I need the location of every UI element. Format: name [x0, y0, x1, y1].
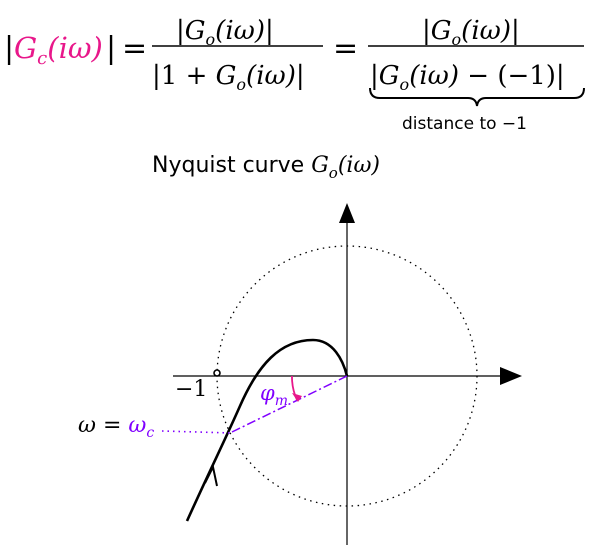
nyquist-curve: [185, 338, 349, 522]
svg-text:|: |: [106, 31, 116, 66]
formula-lhs: | Gc(iω) |: [4, 31, 116, 69]
curve-direction-arrow: [204, 463, 218, 487]
phase-margin-label: φm: [260, 381, 288, 409]
underbrace-label: distance to −1: [402, 114, 527, 134]
crossover-leader: [161, 430, 233, 434]
nyquist-title: Nyquist curve Go(iω): [152, 153, 380, 182]
equals-sign-2: =: [333, 31, 358, 66]
nyquist-diagram: Nyquist curve Go(iω) −1 φm ω = ωc: [78, 153, 522, 545]
phase-margin-arrowhead: [292, 393, 302, 402]
svg-text:|: |: [4, 31, 14, 66]
real-axis-arrowhead: [500, 367, 522, 385]
fraction-2: |Go(iω)| |Go(iω) − (−1)| distance to −1: [368, 16, 585, 134]
underbrace: [369, 87, 585, 107]
fraction-1-denominator: |1 + Go(iω)|: [152, 61, 305, 94]
closed-loop-gain-symbol: Gc(iω): [14, 31, 103, 69]
closed-loop-gain-formula: | Gc(iω) | = |Go(iω)| |1 + Go(iω)| = |Go…: [4, 16, 585, 134]
crossover-frequency-label: ω = ωc: [78, 413, 154, 441]
imaginary-axis-arrowhead: [339, 203, 355, 223]
minus-one-point: [213, 369, 221, 377]
minus-one-label: −1: [175, 377, 207, 402]
fraction-1: |Go(iω)| |1 + Go(iω)|: [152, 16, 323, 94]
crossover-vector: [231, 375, 348, 433]
equals-sign-1: =: [122, 31, 147, 66]
fraction-2-denominator: |Go(iω) − (−1)|: [370, 61, 565, 94]
fraction-2-numerator: |Go(iω)|: [422, 16, 520, 49]
fraction-1-numerator: |Go(iω)|: [176, 16, 274, 49]
